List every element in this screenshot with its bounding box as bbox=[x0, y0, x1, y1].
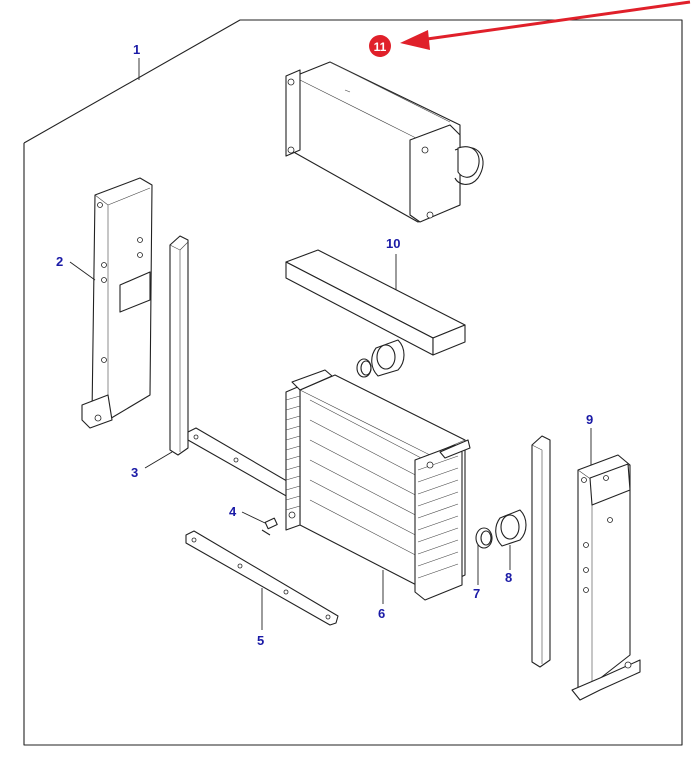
part-rubber-strip-right bbox=[531, 435, 551, 668]
callout-4[interactable]: 4 bbox=[229, 504, 237, 519]
part-clamp bbox=[475, 527, 493, 549]
part-foam-strip bbox=[285, 249, 466, 356]
part-left-bracket bbox=[81, 177, 153, 429]
part-radiator bbox=[285, 369, 471, 601]
callout-11-circle bbox=[369, 35, 391, 57]
callout-2[interactable]: 2 bbox=[56, 254, 63, 269]
callout-5[interactable]: 5 bbox=[257, 633, 264, 648]
assembly-frame bbox=[23, 19, 683, 746]
callout-7[interactable]: 7 bbox=[473, 586, 480, 601]
callout-9[interactable]: 9 bbox=[586, 412, 593, 427]
part-bolt bbox=[261, 517, 278, 536]
part-intercooler bbox=[285, 61, 484, 223]
callout-10[interactable]: 10 bbox=[386, 236, 400, 251]
callout-6[interactable]: 6 bbox=[378, 606, 385, 621]
part-rubber-strip-left bbox=[169, 235, 189, 456]
highlight-arrow bbox=[400, 0, 691, 50]
callout-11-badge[interactable]: 11 bbox=[369, 35, 391, 57]
callout-labels: 1 2 3 4 5 6 7 8 9 10 bbox=[56, 42, 593, 648]
part-upper-hose bbox=[356, 339, 405, 378]
part-lower-strap bbox=[185, 530, 339, 626]
callout-8[interactable]: 8 bbox=[505, 570, 512, 585]
callout-3[interactable]: 3 bbox=[131, 465, 138, 480]
callout-11: 11 bbox=[374, 40, 387, 54]
part-right-bracket bbox=[571, 454, 641, 701]
callout-1[interactable]: 1 bbox=[133, 42, 140, 57]
leader-lines bbox=[69, 58, 592, 630]
part-hose bbox=[495, 509, 527, 547]
